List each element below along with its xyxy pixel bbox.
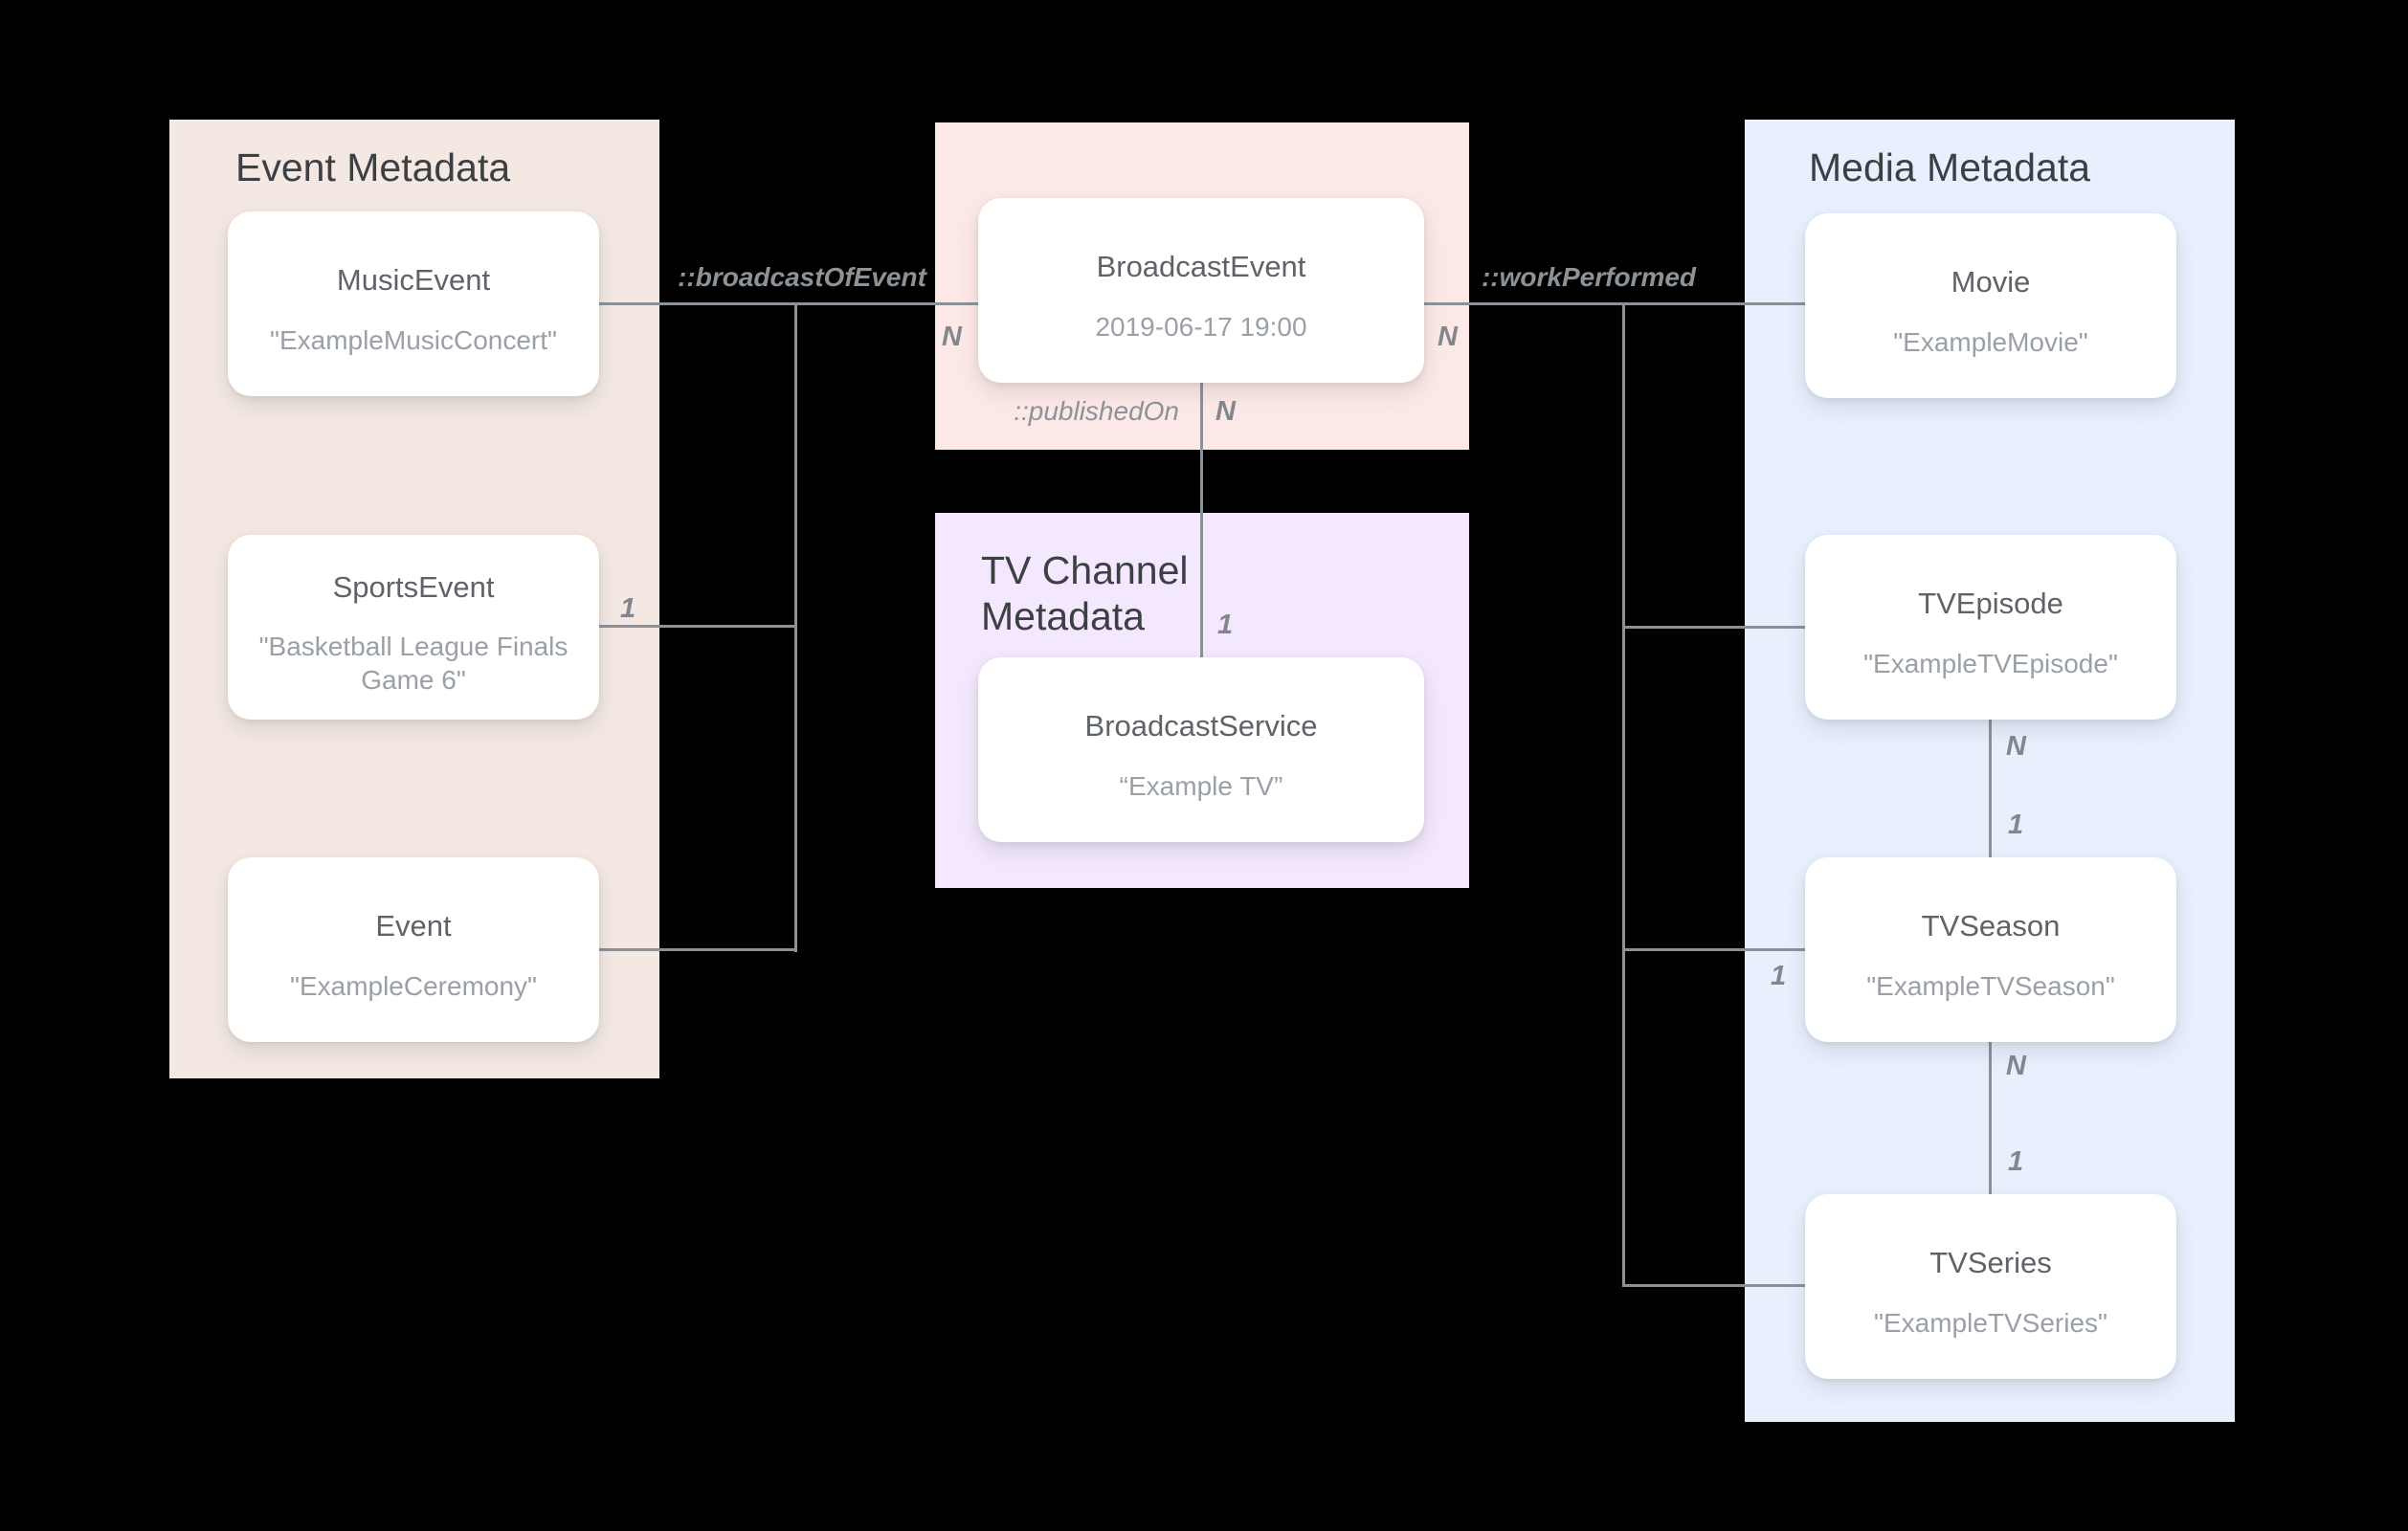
node-title: BroadcastService xyxy=(1084,709,1318,743)
edge-right-vertical-connector xyxy=(1622,302,1625,1287)
node-value: "ExampleTVEpisode" xyxy=(1863,648,2118,678)
node-event: Event "ExampleCeremony" xyxy=(228,857,599,1042)
node-title: Event xyxy=(375,909,452,943)
edge-tvepisode-tvseason xyxy=(1989,720,1992,857)
cardinality-broadcast-n-left: N xyxy=(942,322,962,352)
node-value: "ExampleMusicConcert" xyxy=(270,324,557,355)
cardinality-broadcast-n-right: N xyxy=(1438,322,1458,352)
node-music-event: MusicEvent "ExampleMusicConcert" xyxy=(228,211,599,396)
edge-event-stub xyxy=(599,948,797,951)
edge-sportsevent-stub xyxy=(599,625,797,628)
panel-title-event-metadata: Event Metadata xyxy=(235,145,511,189)
edge-tvepisode-stub xyxy=(1622,626,1805,629)
node-tv-episode: TVEpisode "ExampleTVEpisode" xyxy=(1805,535,2176,720)
node-value: 2019-06-17 19:00 xyxy=(1095,311,1307,342)
edge-broadcastevent-movie xyxy=(1424,302,1805,305)
node-title: TVSeason xyxy=(1921,909,2061,943)
node-broadcast-service: BroadcastService “Example TV” xyxy=(978,657,1424,842)
node-value: "ExampleCeremony" xyxy=(290,970,537,1001)
node-title: Movie xyxy=(1951,265,2031,300)
edge-label-published-on: ::publishedOn xyxy=(1014,396,1179,426)
node-value: "ExampleMovie" xyxy=(1893,326,2088,357)
node-value: “Example TV” xyxy=(1119,770,1283,801)
node-title: SportsEvent xyxy=(332,569,495,604)
node-tv-series: TVSeries "ExampleTVSeries" xyxy=(1805,1194,2176,1379)
node-value: "ExampleTVSeason" xyxy=(1866,970,2115,1001)
edge-tvseries-stub xyxy=(1622,1284,1805,1287)
edge-tvseason-tvseries xyxy=(1989,1042,1992,1194)
cardinality-published-1: 1 xyxy=(1217,610,1234,640)
edge-label-work-performed: ::workPerformed xyxy=(1481,262,1697,292)
edge-label-broadcast-of-event: ::broadcastOfEvent xyxy=(678,262,926,292)
node-title: TVSeries xyxy=(1929,1246,2052,1280)
node-value: "Basketball League Finals Game 6" xyxy=(258,632,569,696)
node-title: MusicEvent xyxy=(336,263,491,298)
cardinality-season-1: 1 xyxy=(1771,961,1787,991)
cardinality-episode-season-n: N xyxy=(2006,731,2026,762)
cardinality-published-n: N xyxy=(1215,396,1236,427)
edge-musicevent-broadcastevent xyxy=(599,302,978,305)
node-value: "ExampleTVSeries" xyxy=(1874,1307,2107,1338)
edge-broadcastevent-broadcastservice xyxy=(1200,383,1203,657)
node-movie: Movie "ExampleMovie" xyxy=(1805,213,2176,398)
cardinality-episode-season-1: 1 xyxy=(2008,810,2024,840)
node-tv-season: TVSeason "ExampleTVSeason" xyxy=(1805,857,2176,1042)
node-title: BroadcastEvent xyxy=(1096,250,1306,284)
cardinality-season-series-n: N xyxy=(2006,1051,2026,1081)
panel-title-tv-channel-metadata: TV Channel Metadata xyxy=(981,548,1189,639)
edge-tvseason-stub xyxy=(1622,948,1805,951)
cardinality-sports-1: 1 xyxy=(620,593,636,624)
node-broadcast-event: BroadcastEvent 2019-06-17 19:00 xyxy=(978,198,1424,383)
panel-title-media-metadata: Media Metadata xyxy=(1809,145,2091,189)
node-sports-event: SportsEvent "Basketball League Finals Ga… xyxy=(228,535,599,720)
node-title: TVEpisode xyxy=(1918,587,2063,621)
cardinality-season-series-1: 1 xyxy=(2008,1146,2024,1177)
